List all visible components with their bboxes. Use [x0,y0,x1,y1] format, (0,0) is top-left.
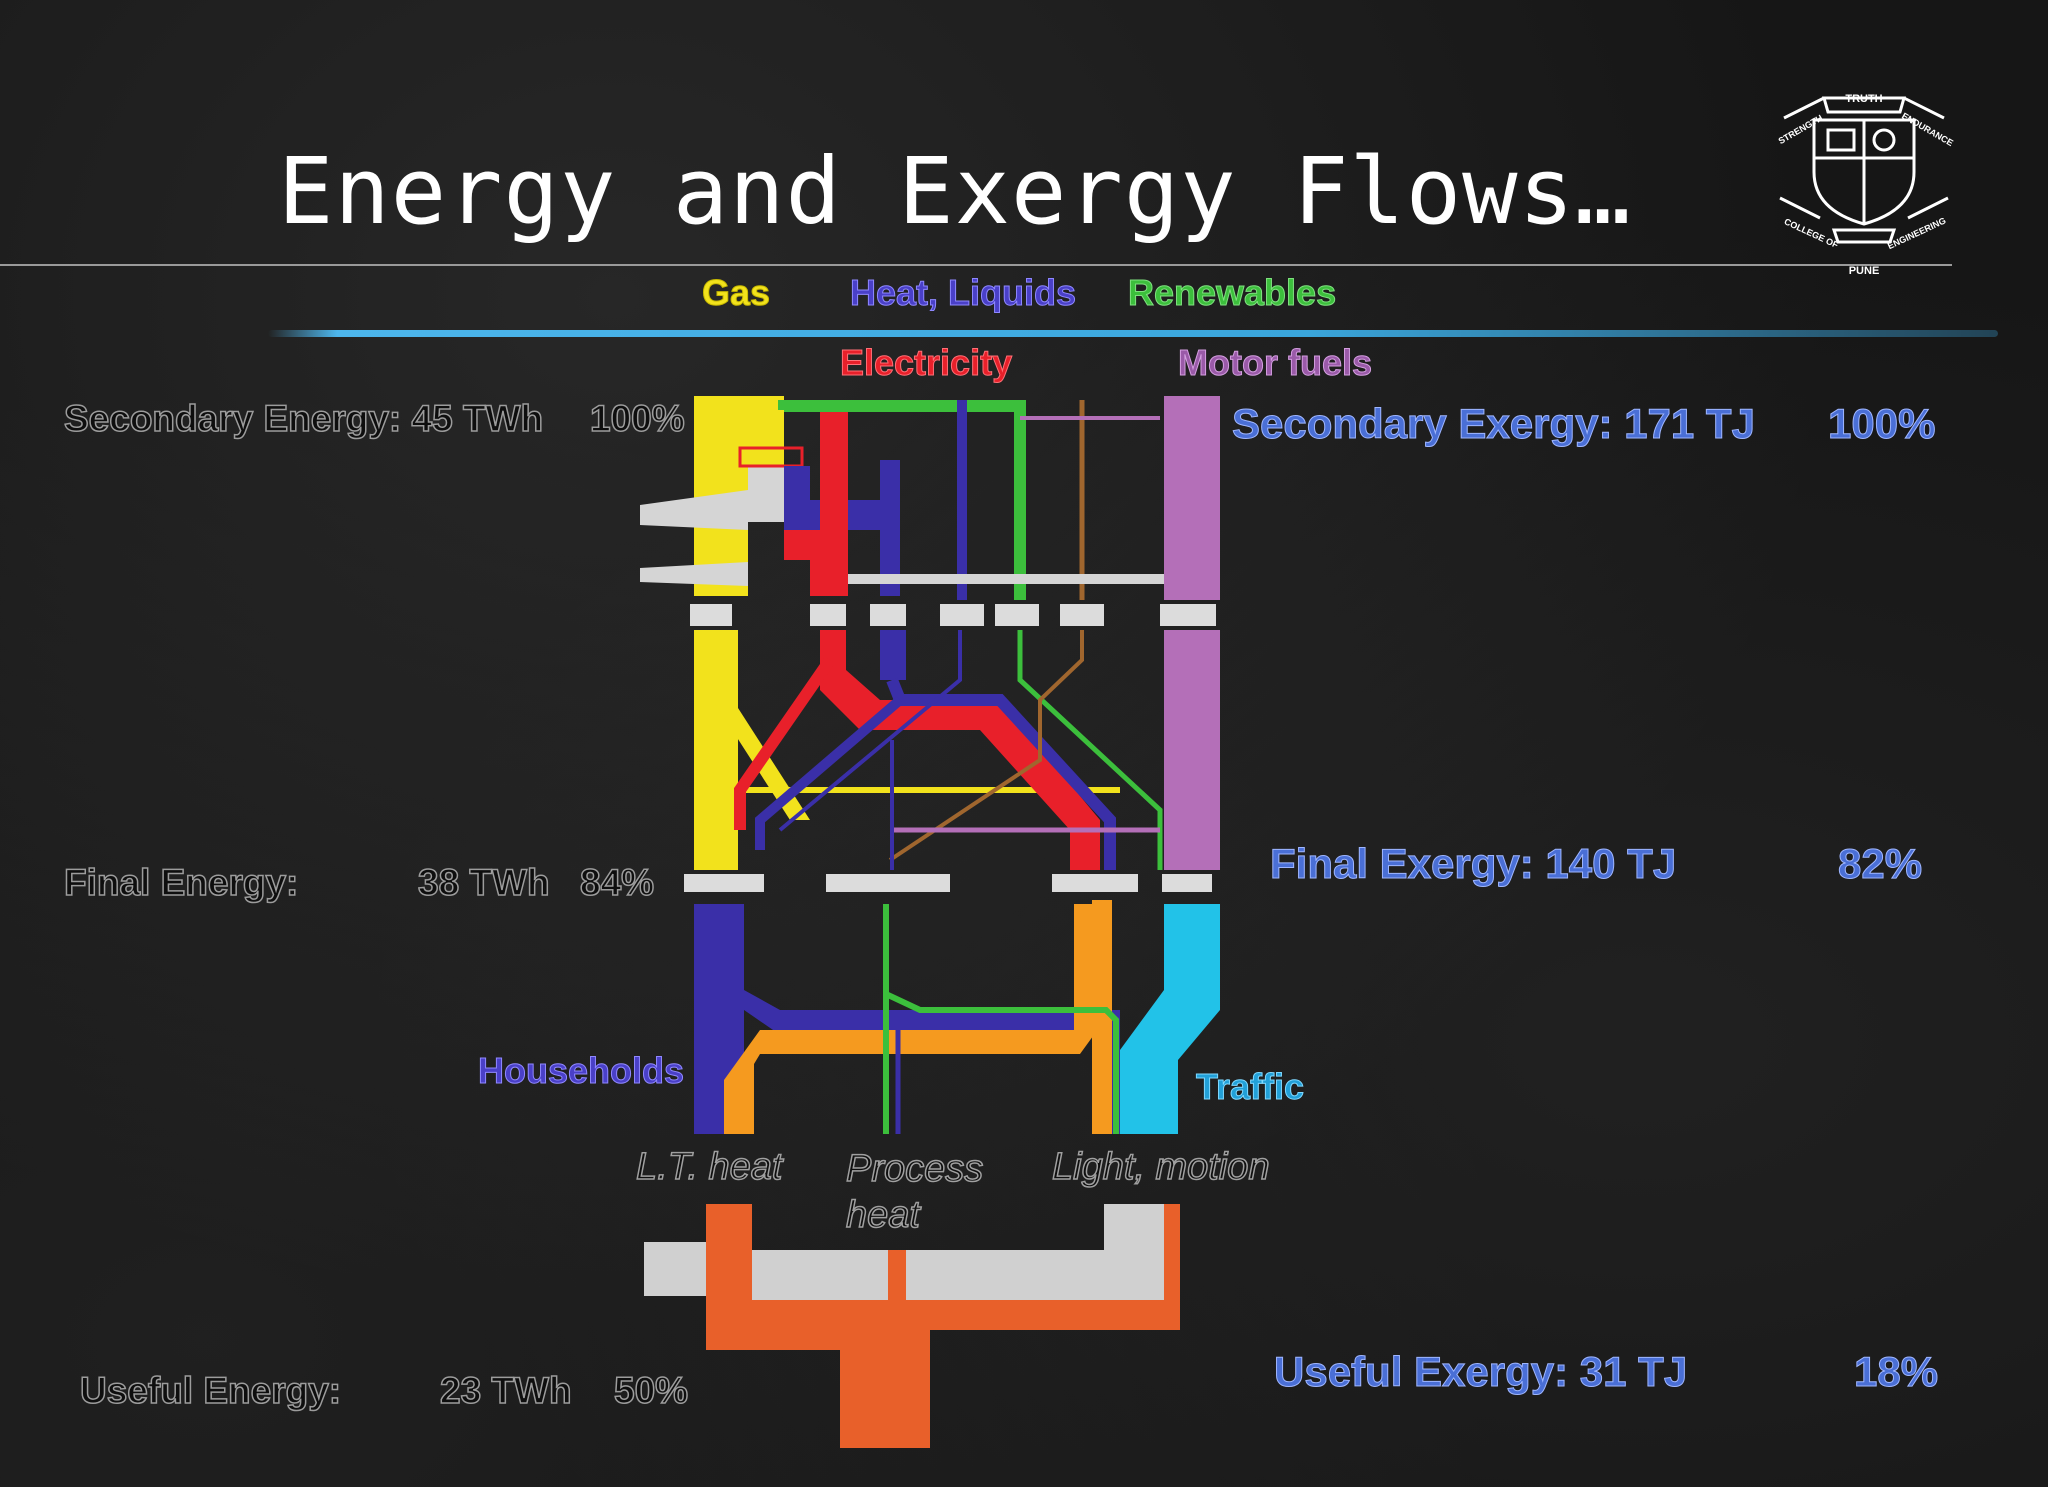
conversion-labels [690,604,1216,626]
sector-tag [1052,874,1138,892]
conv-label [1060,604,1104,626]
useful-energy-pct: 50% [613,1369,689,1412]
logo-text-left: STRENGTH [1777,113,1825,146]
sector-tag [826,874,950,892]
legend-gas: Gas [701,272,771,314]
sector-flows [694,900,1220,1134]
slide-title: Energy and Exergy Flows… [278,138,1632,245]
process-heat-label: Process heat [845,1147,984,1237]
useful-energy-label: Useful Energy: [79,1369,342,1412]
renewables-flow [778,400,1026,600]
conv-label [870,604,906,626]
sector-tag [684,874,764,892]
logo-bottom-ribbon [1831,228,1897,244]
electricity-main [820,630,1100,870]
loss-right [906,1204,1164,1300]
electricity-marker [738,446,804,468]
conv-label [690,604,732,626]
final-energy-label: Final Energy: [63,861,299,904]
thin-heat [778,630,962,832]
useful-energy-value: 23 TWh [439,1369,572,1412]
secondary-exergy-label: Secondary Exergy: 171 TJ [1232,400,1756,448]
useful-exergy-pct: 18% [1853,1348,1939,1396]
logo-building-icon [1826,128,1856,152]
conv-label [810,604,846,626]
final-energy-value: 38 TWh [417,861,550,904]
light-motion-label: Light, motion [1051,1145,1270,1189]
gray-block [748,466,784,522]
traffic-flow [1120,904,1220,1134]
legend-heat-liquids: Heat, Liquids [849,272,1077,314]
title-divider [0,264,1952,266]
logo-text-bottom-left: COLLEGE OF [1783,216,1841,250]
useful-lt-stub [706,1204,752,1264]
useful-main [706,1264,1180,1448]
gray-export-1 [640,490,748,530]
electricity-branch [734,656,835,830]
legend-renewables: Renewables [1127,272,1337,314]
heat-middle-bar [880,630,906,680]
gray-horizontal [848,574,1164,584]
legend-electricity: Electricity [839,342,1013,384]
households-label: Households [477,1050,685,1092]
sector-labels [684,874,1212,892]
logo-ribbon-edges [1783,96,1945,120]
renewables-middle [1017,630,1163,870]
electricity-flow [784,400,848,596]
traffic-label: Traffic [1195,1066,1305,1108]
heat-branch [755,696,904,850]
gray-export-2 [640,562,748,586]
legend-underline [268,330,1998,337]
logo-text-bottom: PUNE [1849,265,1880,277]
logo-top-ribbon [1822,96,1906,114]
motor-fuels-bar [1164,396,1220,600]
logo-emblem [1779,96,1949,244]
loss-left [752,1204,888,1300]
sector-tag [1162,874,1212,892]
conv-label [1160,604,1216,626]
secondary-energy-pct: 100% [589,397,685,440]
motor-fuels-middle [1164,630,1220,870]
legend-motor-fuels: Motor fuels [1178,342,1373,384]
final-energy-pct: 84% [579,861,655,904]
useful-flows [644,1204,1180,1448]
brown-middle [888,630,1084,862]
renewables-lower [883,904,1119,1134]
secondary-flows [640,396,1220,600]
households-heat-flow [694,904,1120,1134]
secondary-energy-label: Secondary Energy: 45 TWh [63,397,544,440]
logo-text-bottom-right: ENGINEERING [1886,215,1947,251]
lt-heat-label: L.T. heat [635,1145,783,1189]
final-exergy-pct: 82% [1837,840,1923,888]
loss-side [644,1242,706,1296]
useful-exergy-label: Useful Exergy: 31 TJ [1273,1348,1688,1396]
logo-text-top: TRUTH [1845,93,1882,105]
logo-hand-icon [1872,128,1896,152]
conv-label [995,604,1039,626]
distribution-flows [694,630,1220,870]
final-exergy-label: Final Exergy: 140 TJ [1269,840,1677,888]
logo-lower-ribbons [1779,196,1949,220]
heat-main [886,677,1116,870]
useful-process-stub [888,1250,906,1300]
gas-middle-bar [694,630,738,870]
conv-label [940,604,984,626]
gas-diagonal [700,680,810,820]
logo-text-right: ENDURANCE [1900,111,1955,148]
orange-vertical [1092,900,1112,1134]
secondary-exergy-pct: 100% [1827,400,1936,448]
